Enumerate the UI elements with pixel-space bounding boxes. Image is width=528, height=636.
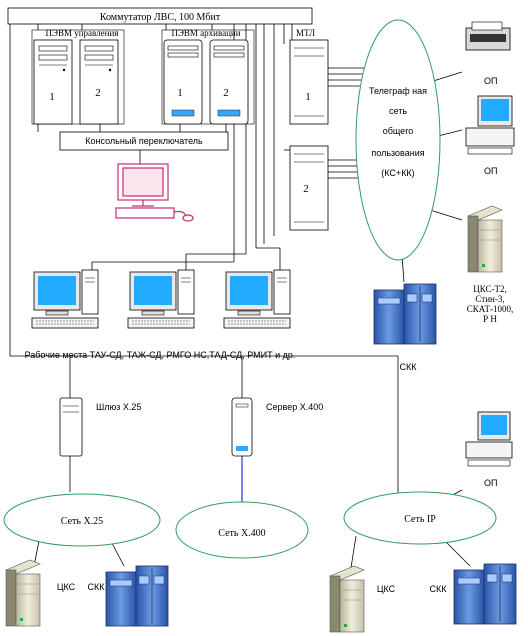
mtl-server-1-icon [289, 39, 329, 125]
server-label: Сервер Х.400 [266, 402, 323, 412]
switch-label: Коммутатор ЛВС, 100 Мбит [100, 12, 221, 23]
cks-bottom-left-label: ЦКС [57, 582, 76, 592]
cks-bottom-right-label: ЦКС [377, 584, 396, 594]
workstations-caption: Рабочие места ТАУ-СД, ТАЖ-СД, РМГО НС,ТА… [25, 350, 296, 360]
cks-bottom-left-icon [5, 559, 41, 627]
workstation-3-icon [223, 269, 291, 329]
archive-pc-2-label: 2 [223, 87, 229, 99]
mtl-2-label: 2 [303, 183, 309, 195]
control-pc-2-icon [79, 39, 119, 125]
op-bottom-label: ОП [484, 478, 497, 488]
telegraph-line5: (КС+КК) [381, 168, 414, 178]
network-ip: Сеть IP [343, 491, 497, 545]
cks-cabinet-icon [467, 205, 503, 273]
control-pc-2-label: 2 [95, 87, 101, 99]
network-ip-label: Сеть IP [404, 514, 436, 525]
console-switch: Консольный переключатель [59, 131, 229, 151]
gateway-x25-icon [59, 397, 83, 457]
control-pc-1-icon [33, 39, 73, 125]
archive-group-label: ПЭВМ архивации [171, 28, 240, 38]
lan-switch: Коммутатор ЛВС, 100 Мбит [7, 7, 313, 25]
op-bottom-terminal-icon [465, 411, 513, 467]
gateway-label: Шлюз Х.25 [96, 402, 141, 412]
mtl-label: МТЛ [296, 28, 315, 38]
archive-pc-1-icon [163, 39, 203, 125]
skk-bottom-left-label: СКК [88, 582, 106, 592]
skk-bottom-right-label: СКК [430, 584, 448, 594]
op-terminal-icon [465, 95, 515, 155]
skk-center-label: СКК [400, 362, 418, 372]
skk-bottom-right-rack-icon [453, 563, 517, 625]
op-label-right: ОП [484, 166, 497, 176]
cks-list: ЦКС-Т2, Стин-3, СКАТ-1000, Р Н [467, 284, 513, 324]
archive-pc-1-label: 1 [177, 87, 183, 99]
telegraph-line3: общего [383, 126, 414, 136]
cks-list-line2: Стин-3, [475, 294, 504, 304]
console-switch-label: Консольный переключатель [85, 136, 203, 146]
server-x400-icon [231, 397, 253, 457]
telegraph-line1: Телеграф ная [369, 86, 427, 96]
control-group-label: ПЭВМ управления [46, 28, 119, 38]
telegraph-network: Телеграф ная сеть общего пользования (КС… [355, 19, 441, 261]
network-x25: Сеть Х.25 [3, 493, 161, 547]
printer-label: ОП [484, 76, 497, 86]
mtl-group: МТЛ 1 2 [289, 28, 329, 231]
archive-pc-group: ПЭВМ архивации 1 2 [161, 28, 255, 125]
network-x25-label: Сеть Х.25 [61, 516, 103, 527]
mtl-server-2-icon [289, 145, 329, 231]
workstation-1-icon [31, 269, 99, 329]
cks-bottom-right-icon [329, 565, 365, 633]
cks-list-line1: ЦКС-Т2, [473, 284, 507, 294]
cks-list-line4: Р Н [483, 314, 497, 324]
control-pc-1-label: 1 [49, 91, 55, 103]
workstation-2-icon [127, 269, 195, 329]
archive-pc-2-icon [209, 39, 249, 125]
console-monitor-icon [115, 163, 194, 222]
network-x400-label: Сеть Х.400 [218, 528, 265, 539]
network-x400: Сеть Х.400 [175, 501, 309, 559]
skk-bottom-left-rack-icon [105, 565, 169, 627]
mtl-1-label: 1 [305, 91, 311, 103]
control-pc-group: ПЭВМ управления 1 2 [31, 28, 125, 125]
telegraph-line4: пользования [371, 148, 424, 158]
telegraph-line2: сеть [389, 106, 407, 116]
cks-list-line3: СКАТ-1000, [467, 304, 513, 314]
printer-icon [465, 21, 511, 51]
